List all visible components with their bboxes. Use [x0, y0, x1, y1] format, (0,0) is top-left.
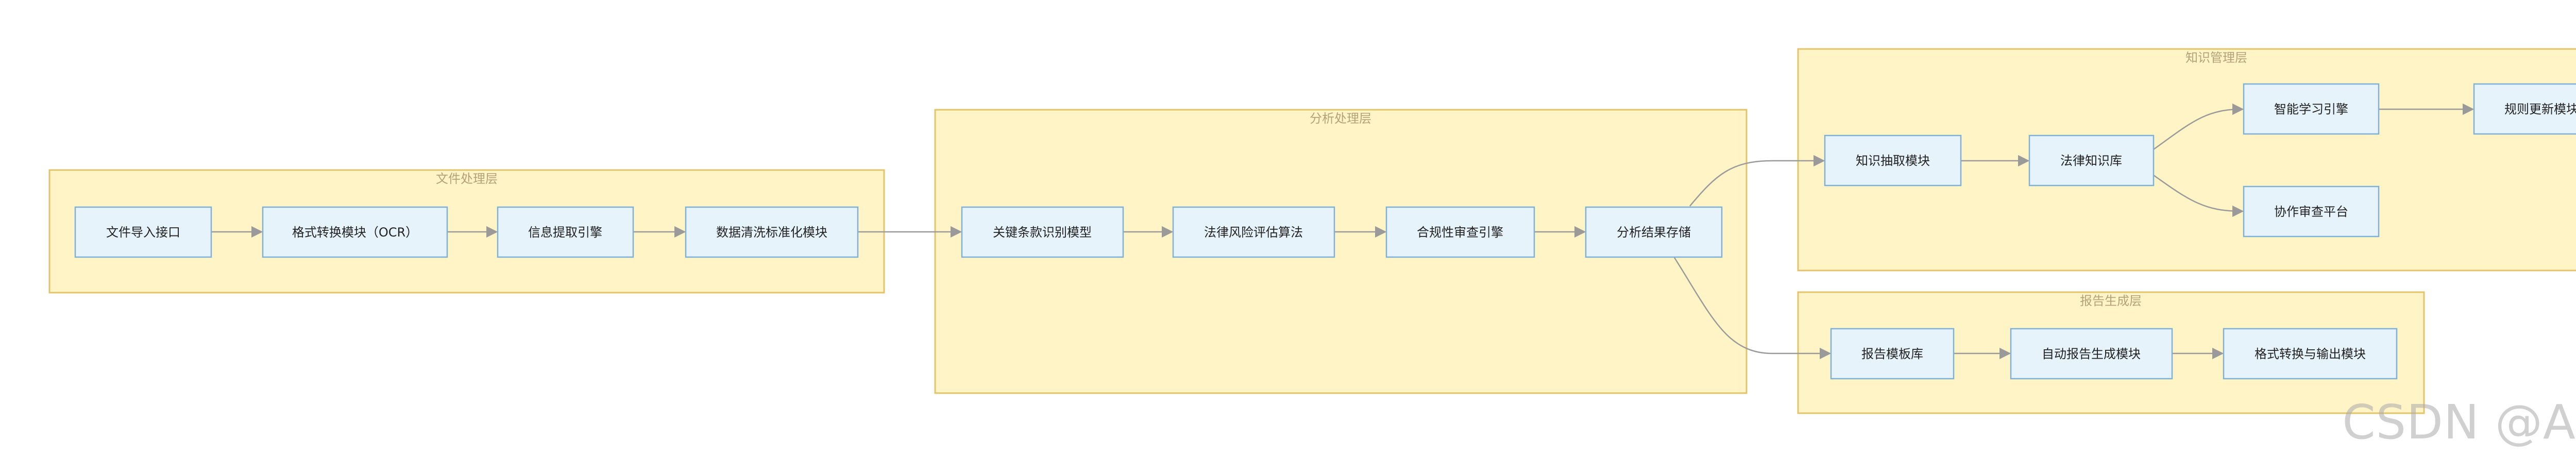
- node-label: 自动报告生成模块: [2042, 347, 2141, 361]
- node-report-template[interactable]: 报告模板库: [1830, 328, 1955, 380]
- edge-law-kb-to-collab-review: [2153, 174, 2244, 217]
- group-title-knowledge-management: 知识管理层: [2185, 50, 2247, 65]
- node-rule-update[interactable]: 规则更新模块: [2473, 83, 2576, 135]
- node-label: 合规性审查引擎: [1417, 225, 1503, 240]
- node-format-convert-ocr[interactable]: 格式转换模块（OCR）: [262, 206, 448, 258]
- edge-store-to-report-template: [1673, 257, 1832, 360]
- edge-law-kb-to-smart-learning: [2153, 103, 2244, 150]
- group-title-file-processing: 文件处理层: [436, 172, 498, 186]
- group-title-analysis-processing: 分析处理层: [1310, 111, 1371, 126]
- node-label: 分析结果存储: [1617, 225, 1691, 240]
- node-knowledge-extract[interactable]: 知识抽取模块: [1824, 134, 1962, 187]
- csdn-watermark: CSDN @AI解说: [2342, 395, 2576, 450]
- node-compliance-review[interactable]: 合规性审查引擎: [1385, 206, 1535, 258]
- node-label: 协作审查平台: [2274, 205, 2348, 219]
- node-data-clean[interactable]: 数据清洗标准化模块: [685, 206, 859, 258]
- node-label: 格式转换与输出模块: [2255, 347, 2366, 361]
- node-label: 知识抽取模块: [1856, 154, 1930, 168]
- edge-store-to-knowledge-extract: [1689, 155, 1825, 207]
- node-law-kb[interactable]: 法律知识库: [2028, 134, 2155, 187]
- node-file-import[interactable]: 文件导入接口: [74, 206, 212, 258]
- node-label: 文件导入接口: [106, 225, 180, 240]
- node-label: 信息提取引擎: [528, 225, 602, 240]
- node-label: 法律风险评估算法: [1204, 225, 1303, 240]
- node-collab-review[interactable]: 协作审查平台: [2243, 185, 2380, 238]
- node-info-extract[interactable]: 信息提取引擎: [497, 206, 634, 258]
- node-result-store[interactable]: 分析结果存储: [1585, 206, 1723, 258]
- node-format-output[interactable]: 格式转换与输出模块: [2223, 328, 2398, 380]
- node-label: 智能学习引擎: [2274, 102, 2348, 116]
- edges: [211, 103, 2475, 360]
- node-label: 报告模板库: [1861, 347, 1923, 361]
- node-smart-learning[interactable]: 智能学习引擎: [2243, 83, 2380, 135]
- node-label: 关键条款识别模型: [993, 225, 1092, 240]
- group-title-report-generation: 报告生成层: [2080, 294, 2142, 308]
- node-label: 数据清洗标准化模块: [716, 225, 827, 240]
- node-label: 法律知识库: [2060, 154, 2122, 168]
- node-label: 规则更新模块: [2504, 102, 2576, 116]
- node-label: 格式转换模块（OCR）: [292, 225, 418, 240]
- node-risk-assess[interactable]: 法律风险评估算法: [1172, 206, 1335, 258]
- node-auto-report[interactable]: 自动报告生成模块: [2010, 328, 2173, 380]
- node-clause-identify[interactable]: 关键条款识别模型: [961, 206, 1124, 258]
